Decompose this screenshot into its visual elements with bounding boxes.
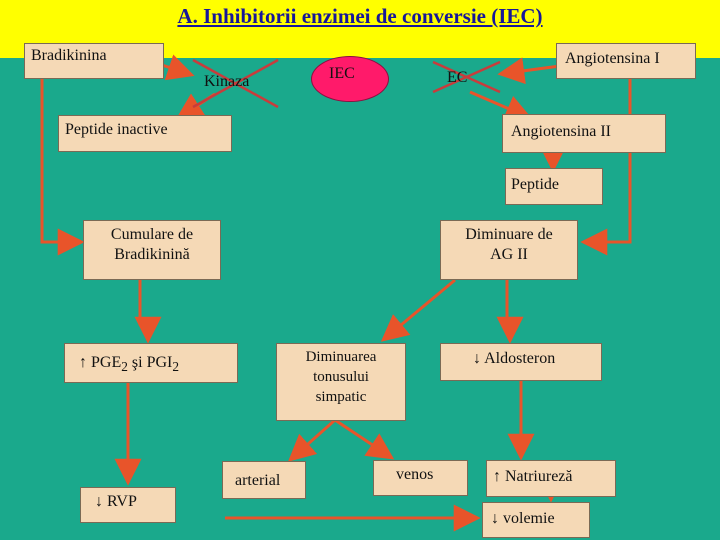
- label-pge-pgi: ↑ PGE2 şi PGI2: [79, 354, 179, 375]
- label-cumulare-line1: Cumulare de: [110, 226, 194, 243]
- arrow-ec-to-angiotensina2: [469, 90, 533, 121]
- arrow-diminuare-to-aldosteron: [496, 280, 524, 344]
- label-rvp: ↓ RVP: [95, 493, 137, 510]
- label-diminuare-line2: AG II: [490, 246, 528, 263]
- label-aldosteron: ↓ Aldosteron: [473, 350, 556, 367]
- label-natriureza: ↑ Natriureză: [493, 468, 573, 485]
- label-angiotensina-1: Angiotensina I: [565, 50, 660, 67]
- label-arterial: arterial: [235, 472, 281, 489]
- label-pge-mid: şi PGI: [127, 354, 173, 371]
- label-angiotensina-2: Angiotensina II: [511, 123, 611, 140]
- arrow-simpatic-to-arterial: [287, 418, 336, 462]
- label-peptide: Peptide: [511, 176, 559, 193]
- arrow-angiotensina1-to-ec: [497, 57, 561, 85]
- label-cumulare-line2: Bradikinină: [114, 246, 190, 263]
- label-venos: venos: [396, 466, 434, 483]
- box-cumulare-bradikinina: Cumulare de Bradikinină: [83, 220, 221, 280]
- label-ec: EC: [447, 69, 468, 86]
- box-volemie: ↓ volemie: [482, 502, 590, 538]
- arrow-diminuare-to-simpatic: [380, 278, 456, 342]
- inhibition-cross-ec-b: [432, 60, 501, 94]
- box-natriureza: ↑ Natriureză: [486, 460, 616, 497]
- box-pge-pgi: ↑ PGE2 şi PGI2: [64, 343, 238, 383]
- box-diminuarea-tonusului: Diminuarea tonusului simpatic: [276, 343, 406, 421]
- label-iec: IEC: [329, 65, 355, 82]
- label-peptide-inactive: Peptide inactive: [65, 121, 168, 138]
- box-peptide-inactive: Peptide inactive: [58, 115, 232, 152]
- arrow-simpatic-to-venos: [334, 418, 395, 460]
- arrow-angiotensina1-to-diminuare: [580, 78, 632, 256]
- arrow-bradikinina-to-kinaza: [161, 54, 195, 81]
- label-volemie: ↓ volemie: [491, 510, 555, 527]
- box-venos: venos: [373, 460, 468, 496]
- arrow-cumulare-to-pge: [134, 280, 162, 344]
- label-pgi-subscript: 2: [172, 359, 180, 375]
- box-aldosteron: ↓ Aldosteron: [440, 343, 602, 381]
- label-pge-subscript: 2: [121, 359, 128, 375]
- node-iec: IEC: [311, 56, 389, 102]
- box-bradikinina: Bradikinina: [24, 43, 164, 79]
- label-simpatic-line2: tonusului: [313, 369, 369, 385]
- label-kinaza: Kinaza: [204, 73, 250, 90]
- arrow-bradikinina-to-cumulare: [40, 78, 85, 256]
- label-simpatic-line1: Diminuarea: [305, 349, 377, 365]
- box-arterial: arterial: [222, 461, 306, 499]
- label-simpatic-line3: simpatic: [315, 389, 367, 405]
- label-diminuare-line1: Diminuare de: [465, 226, 553, 243]
- box-peptide: Peptide: [505, 168, 603, 205]
- box-diminuare-ag2: Diminuare de AG II: [440, 220, 578, 280]
- inhibition-cross-kinaza-b: [192, 58, 279, 109]
- label-pge-prefix: ↑ PGE: [79, 354, 122, 371]
- label-bradikinina: Bradikinina: [31, 47, 107, 64]
- box-rvp: ↓ RVP: [80, 487, 176, 523]
- page-title: A. Inhibitorii enzimei de conversie (IEC…: [177, 4, 543, 28]
- box-angiotensina-1: Angiotensina I: [556, 43, 696, 79]
- box-angiotensina-2: Angiotensina II: [502, 114, 666, 153]
